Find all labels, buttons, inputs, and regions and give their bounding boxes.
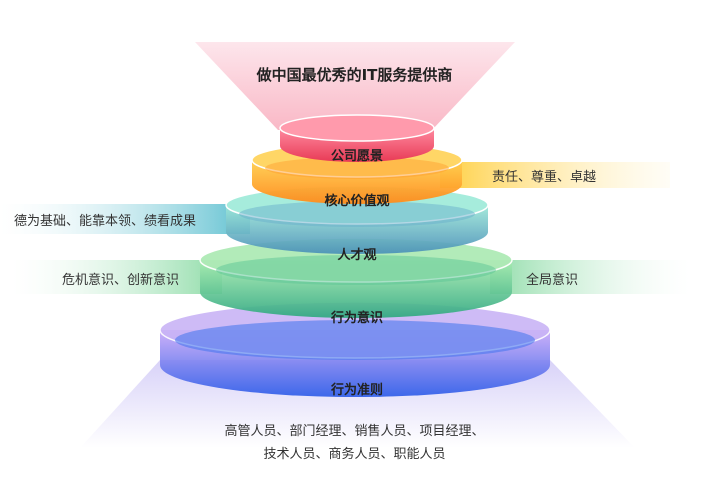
tier-label-vision: 公司愿景 [330, 149, 384, 164]
side-text-values: 责任、尊重、卓越 [492, 170, 597, 185]
band-values [440, 162, 670, 188]
tier-label-talent: 人才观 [337, 248, 377, 263]
tier-label-values: 核心价值观 [324, 194, 390, 209]
bottom-text-line-1: 高管人员、部门经理、销售人员、项目经理、 [224, 424, 485, 439]
side-text-talent: 德为基础、能靠本领、绩看成果 [14, 214, 197, 229]
tier-1 [279, 114, 435, 162]
bottom-text-line-2: 技术人员、商务人员、职能人员 [263, 447, 446, 462]
top-funnel [195, 42, 515, 130]
band-awareness-right [490, 260, 690, 294]
title: 做中国最优秀的IT服务提供商 [256, 66, 453, 84]
band-awareness-left [12, 260, 222, 294]
side-text-awareness-left: 危机意识、创新意识 [62, 273, 180, 288]
band-talent [0, 204, 250, 234]
tier-label-rules: 行为准则 [330, 383, 384, 398]
side-text-awareness-right: 全局意识 [526, 273, 579, 288]
tier-label-awareness: 行为意识 [330, 311, 384, 326]
tier-5 [159, 301, 551, 397]
